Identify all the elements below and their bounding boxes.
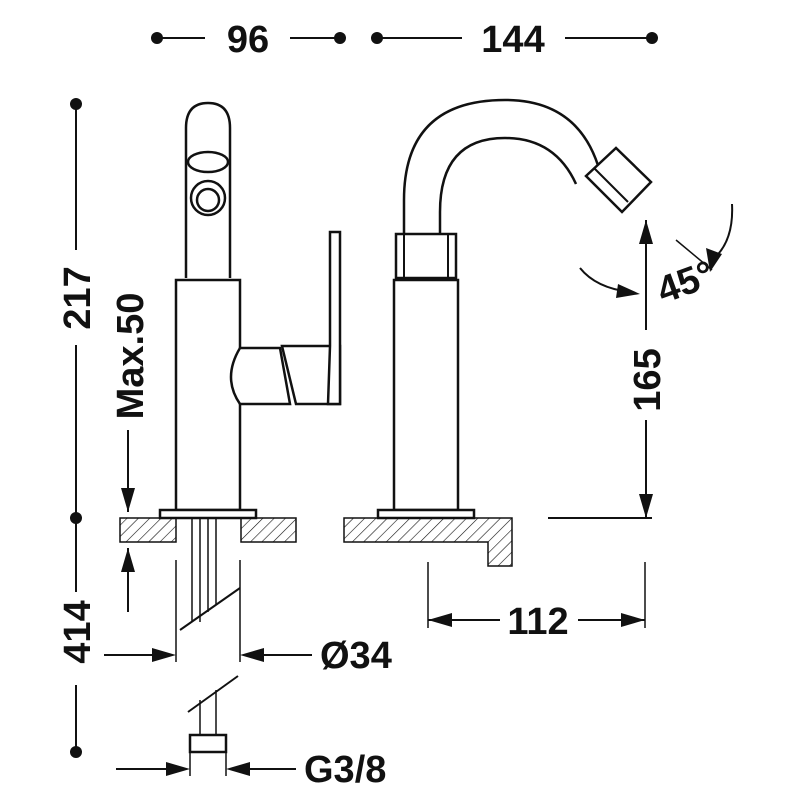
dimension-label-144: 144 <box>481 19 544 61</box>
countertop-left <box>119 517 297 543</box>
dimension-label-112: 112 <box>507 601 568 643</box>
vertical-dimension-max50: Max.50 <box>110 293 152 612</box>
dimension-112: 112 <box>427 562 646 643</box>
dimension-thread: G3/8 <box>116 749 386 791</box>
top-dimension-96: 96 <box>151 19 346 61</box>
countertop-right <box>343 517 652 567</box>
dimension-label-165: 165 <box>627 348 669 411</box>
dimension-diameter-34: Ø34 <box>104 560 392 677</box>
dimension-165: 165 <box>627 220 669 518</box>
dimension-label-thread: G3/8 <box>304 749 386 791</box>
vertical-dimension-217: 217 <box>57 98 99 524</box>
dimension-label-max50: Max.50 <box>110 293 152 420</box>
dimension-angle-45: 45° <box>579 203 734 312</box>
faucet-side-view <box>158 101 342 754</box>
dimension-label-217: 217 <box>57 266 99 329</box>
vertical-dimension-414: 414 <box>57 518 99 758</box>
dimension-label-96: 96 <box>227 19 269 61</box>
dimension-label-414: 414 <box>57 600 99 663</box>
faucet-front-view <box>376 98 653 520</box>
dimension-label-diameter: Ø34 <box>320 635 392 677</box>
top-dimension-144: 144 <box>371 19 658 61</box>
